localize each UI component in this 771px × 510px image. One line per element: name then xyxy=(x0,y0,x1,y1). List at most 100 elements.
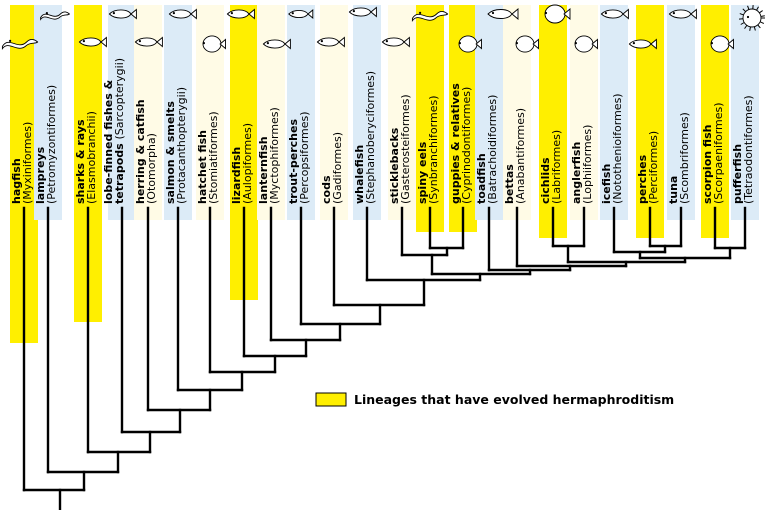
common-name: sticklebacks xyxy=(388,127,401,204)
taxon-label: guppies & relatives(Cyprinodontiformes) xyxy=(449,83,473,204)
hatchetfish-icon xyxy=(202,35,226,53)
tail xyxy=(338,36,345,48)
spine xyxy=(747,5,750,10)
round-body xyxy=(458,35,478,53)
common-name: anglerfish xyxy=(570,142,583,204)
spiny-eel-icon xyxy=(411,11,449,22)
tail xyxy=(307,9,314,19)
taxon-label: perches(Perciformes) xyxy=(636,131,660,204)
eye xyxy=(710,42,713,45)
lineage-column-band xyxy=(353,5,381,220)
taxon-label: whalefish(Stephanoberyciformes) xyxy=(353,71,377,204)
taxon-label: pufferfish(Tetraodontiformes) xyxy=(731,95,755,204)
taxon-label: bettas(Anabantiformes) xyxy=(503,108,527,204)
tail xyxy=(219,38,226,50)
taxon-common-name: bettas xyxy=(503,164,516,204)
guppy-icon xyxy=(458,35,482,53)
eye xyxy=(352,10,355,13)
taxon-label: cods(Gadiformes) xyxy=(320,132,344,204)
taxon-order-name: (Scombriformes) xyxy=(678,112,691,204)
taxon-common-name: lanternfish xyxy=(257,136,270,204)
common-name: hatchet fish xyxy=(196,130,209,204)
taxon-common-name: sharks & rays xyxy=(74,119,87,204)
common-name: scorpion fish xyxy=(701,125,714,204)
fish-body xyxy=(288,9,309,19)
tail xyxy=(727,38,734,50)
taxon-label: toadfish(Batrachoidiformes) xyxy=(475,95,499,204)
spine xyxy=(757,24,761,29)
common-name: sharks & rays xyxy=(74,119,87,204)
taxon-label: lanternfish(Myctophiformes) xyxy=(257,107,281,204)
whalefish-icon xyxy=(348,6,377,18)
stickleback-icon xyxy=(381,36,410,48)
taxon-common-name: lobe-finned fishes & xyxy=(102,79,115,204)
eye xyxy=(291,12,294,15)
common-name: guppies & relatives xyxy=(449,83,462,204)
taxon-order-name: (Batrachoidiformes) xyxy=(486,95,499,204)
taxon-label: icefish(Notothenioiformes) xyxy=(600,93,624,204)
taxon-label: sticklebacks(Gasterosteiformes) xyxy=(388,94,412,204)
taxon-order-name: (Tetraodontiformes) xyxy=(742,95,755,204)
taxon-common-name: hagfish xyxy=(10,158,23,204)
taxon-order-name: (Protacanthopterygii) xyxy=(175,87,188,204)
tail xyxy=(511,8,519,20)
taxon-label: trout-perches(Percopsiformes) xyxy=(287,111,311,204)
eye xyxy=(515,42,518,45)
fish-body xyxy=(108,9,132,19)
taxon-common-name: lampreys xyxy=(34,146,47,204)
eye xyxy=(45,12,48,15)
taxon-common-name: spiny eels xyxy=(416,141,429,204)
taxon-order-name: (Labriformes) xyxy=(550,130,563,204)
lungfish-icon xyxy=(108,8,137,20)
eye xyxy=(604,12,607,15)
legend-swatch xyxy=(315,392,347,407)
tail xyxy=(690,8,697,20)
taxon-order-name: (Petromyzontiformes) xyxy=(45,85,58,204)
taxon-order-name: (Stephanoberyciformes) xyxy=(364,71,377,204)
common-name: herring & catfish xyxy=(134,99,147,204)
taxon-common-name: hatchet fish xyxy=(196,130,209,204)
eye xyxy=(320,40,323,43)
taxon-label: anglerfish(Lophiiformes) xyxy=(570,125,594,204)
salmon-icon xyxy=(168,8,197,20)
tail xyxy=(190,8,197,20)
lineage-column-band xyxy=(108,5,136,220)
common-name: bettas xyxy=(503,164,516,204)
tail xyxy=(563,8,571,20)
tail xyxy=(532,38,539,50)
common-name: trout-perches xyxy=(287,119,300,204)
perch-icon xyxy=(628,38,657,50)
troutperch-icon xyxy=(288,9,314,19)
eel-body xyxy=(1,39,39,50)
fish-body xyxy=(600,9,624,19)
taxon-label: hatchet fish(Stomiatiformes) xyxy=(196,111,220,204)
taxon-common-name: herring & catfish xyxy=(134,99,147,204)
taxon-common-name: icefish xyxy=(600,164,613,204)
spine xyxy=(739,13,744,16)
common-name: hagfish xyxy=(10,158,23,204)
eye xyxy=(385,40,388,43)
fish-body xyxy=(262,39,286,49)
taxon-order-name: (Stomiatiformes) xyxy=(207,111,220,204)
common-name: pufferfish xyxy=(731,144,744,204)
lamprey-icon xyxy=(40,11,71,21)
tail xyxy=(156,36,163,48)
taxon-order-name: (Notothenioiformes) xyxy=(611,93,624,204)
common-name: lobe-finned fishes & xyxy=(102,79,115,204)
round-body xyxy=(710,35,730,53)
common-name: lanternfish xyxy=(257,136,270,204)
tail xyxy=(100,36,107,48)
taxon-order-name: (Scorpaeniformes) xyxy=(712,102,725,204)
round-body xyxy=(202,35,222,53)
lineage-column-band xyxy=(731,5,759,220)
eye xyxy=(419,11,422,14)
taxon-common-name: guppies & relatives xyxy=(449,83,462,204)
common-name: spiny eels xyxy=(416,141,429,204)
puffer-body xyxy=(742,8,762,28)
spine xyxy=(753,26,756,31)
taxon-common-name: salmon & smelts xyxy=(164,101,177,204)
fish-body xyxy=(78,37,102,47)
taxon-common-name: cichlids xyxy=(539,157,552,204)
taxon-common-name: lizardfish xyxy=(230,147,243,204)
